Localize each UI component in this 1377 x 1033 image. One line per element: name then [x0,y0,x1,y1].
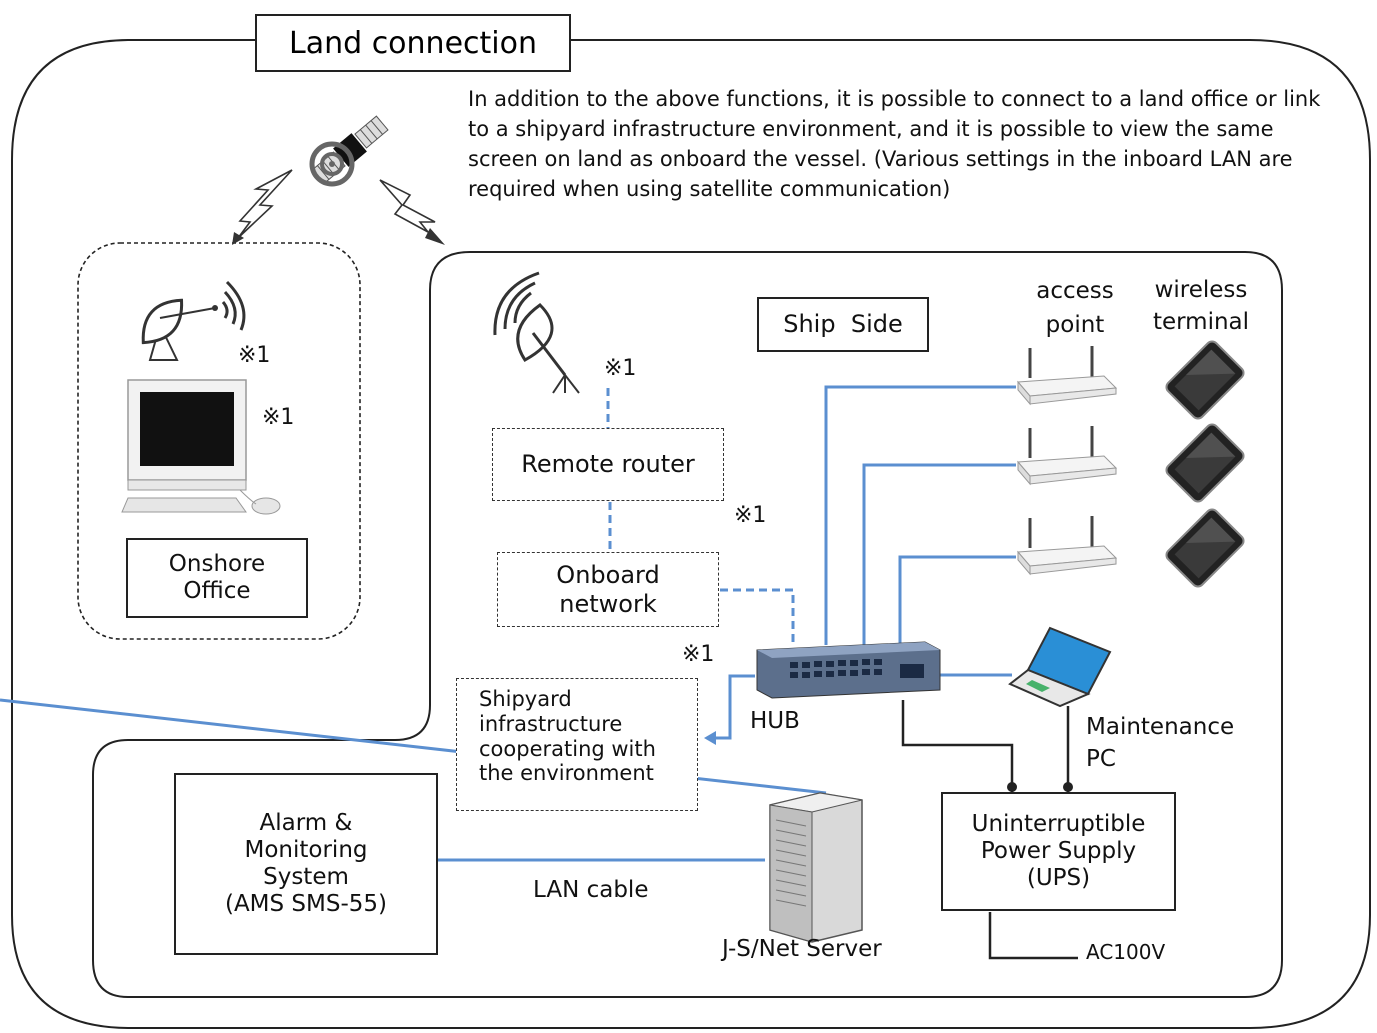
wireless-terminal-label: wireless terminal [1142,274,1260,338]
wireless-terminal-line-2: terminal [1152,309,1250,335]
ams-line-4: (AMS SMS-55) [224,891,388,918]
desktop-computer-icon [121,379,281,515]
description: In addition to the above functions, it i… [468,87,1321,201]
hub-label: HUB [750,708,800,734]
ams-line-3: System [263,864,349,890]
shipyard-line-3: cooperating with [479,736,656,761]
access-point-label: access point [1022,274,1128,342]
ship-side-region [92,251,1283,998]
dashed-links [606,388,795,642]
network-hub-icon [756,641,941,699]
satellite-icon [309,115,389,187]
tablet-icon [1165,340,1245,420]
ship-side-box: Ship Side [757,297,929,352]
ups-line-3: (UPS) [1026,865,1091,892]
lan-cable-label: LAN cable [533,877,649,903]
access-point-icon [1016,516,1118,576]
server-label: J-S/Net Server [722,936,882,962]
ams-line-1: Alarm & [259,809,353,836]
note-mark: ※1 [604,356,637,381]
tower-server-icon [769,792,863,943]
ups-line-1: Uninterruptible [971,810,1146,837]
title: Land connection [289,25,537,61]
ams-box: Alarm & Monitoring System (AMS SMS-55) [174,773,438,955]
ac-label: AC100V [1086,940,1166,964]
onshore-office-line-2: Office [183,578,251,604]
maintenance-pc-line-2: PC [1086,746,1116,772]
shipyard-box: Shipyard infrastructure cooperating with… [456,678,698,811]
note-mark: ※1 [262,405,295,430]
laptop-icon [1008,626,1112,708]
outer-frame [11,39,1371,1029]
onshore-office-box: Onshore Office [126,538,308,618]
dish-antenna-icon [141,280,246,361]
ams-line-2: Monitoring [244,836,368,863]
access-point-icon [1016,426,1118,486]
lightning-icon [232,169,293,245]
onboard-network-line-2: network [559,589,657,618]
note-mark: ※1 [238,343,271,368]
arrow-head [704,731,716,745]
ups-box: Uninterruptible Power Supply (UPS) [941,792,1176,911]
remote-router-label: Remote router [521,450,695,479]
remote-router-box: Remote router [492,428,724,501]
onboard-network-line-1: Onboard [556,561,660,590]
shipyard-line-1: Shipyard [479,687,572,711]
shipyard-line-4: the environment [479,761,654,786]
title-box: Land connection [255,14,571,72]
onshore-region [77,242,361,640]
note-mark: ※1 [734,503,767,528]
tablet-icon [1165,508,1245,588]
power-lines [901,700,1078,960]
maintenance-pc-line-1: Maintenance [1086,714,1235,740]
lightning-icon [379,179,445,245]
onboard-network-box: Onboard network [497,552,719,627]
dish-antenna-icon [493,271,580,394]
ship-side-label: Ship Side [783,310,903,339]
access-point-icon [1016,346,1118,406]
onshore-office-line-1: Onshore [168,550,266,577]
access-point-line-2: point [1045,312,1105,338]
wireless-terminal-line-1: wireless [1154,277,1248,303]
shipyard-line-2: infrastructure [479,711,623,736]
maintenance-pc-label: Maintenance PC [1086,711,1234,775]
ups-line-2: Power Supply [980,837,1137,864]
note-mark: ※1 [682,642,715,667]
access-point-line-1: access [1036,278,1114,304]
tablet-icon [1165,423,1245,503]
